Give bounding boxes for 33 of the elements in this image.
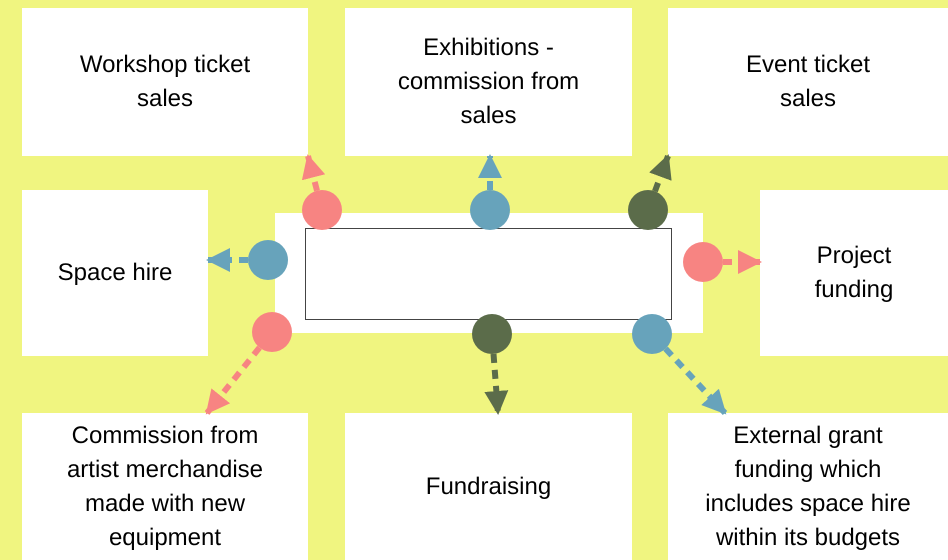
circle-marker xyxy=(302,190,342,230)
circle-marker xyxy=(472,314,512,354)
box-label: Fundraising xyxy=(426,472,552,502)
circle-marker xyxy=(628,190,668,230)
center-panel xyxy=(275,213,703,333)
dashed-arrow xyxy=(663,346,728,416)
text-box xyxy=(668,8,948,156)
text-box xyxy=(22,8,308,156)
text-box xyxy=(345,413,632,560)
text-box xyxy=(760,190,948,356)
dashed-arrow xyxy=(649,154,672,192)
circle-marker xyxy=(683,242,723,282)
box-label: External grant funding which includes space hire within its budgets xyxy=(704,420,912,552)
box-label: Space hire xyxy=(58,258,172,288)
empty-box xyxy=(305,228,672,320)
dashed-arrow xyxy=(204,346,262,415)
text-box xyxy=(668,413,948,560)
text-box xyxy=(22,413,308,560)
dashed-arrow xyxy=(723,250,762,274)
dashed-arrow xyxy=(206,248,248,272)
dashed-arrow xyxy=(478,154,502,190)
circle-marker xyxy=(252,312,292,352)
box-label: Workshop ticket sales xyxy=(78,50,252,114)
box-label: Project funding xyxy=(814,241,894,305)
circle-marker xyxy=(248,240,288,280)
box-label: Event ticket sales xyxy=(744,50,872,114)
circle-marker xyxy=(470,190,510,230)
box-label: Exhibitions - commission from sales xyxy=(396,33,580,131)
text-box xyxy=(22,190,208,356)
box-label: Commission from artist merchandise made with new equipment xyxy=(66,420,264,552)
text-box xyxy=(345,8,632,156)
dashed-arrow xyxy=(302,154,326,192)
dashed-arrow xyxy=(484,354,508,415)
